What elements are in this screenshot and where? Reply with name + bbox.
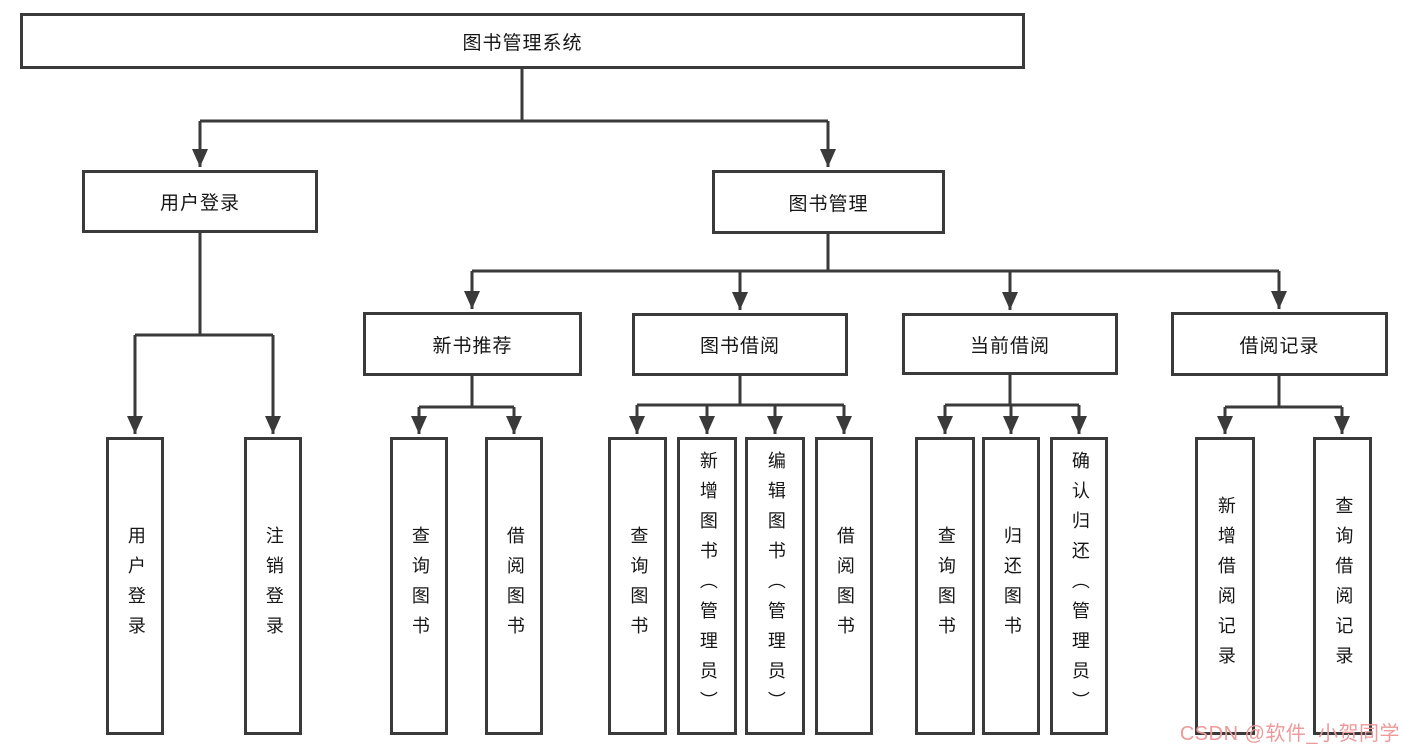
leaf-record-add: 新增借阅记录 [1195,437,1255,735]
node-user-login-label: 用户登录 [159,193,240,214]
leaf-current-return-label: 归还图书 [1001,526,1022,646]
edges-new-book [411,376,522,434]
edges-current-borrow [937,375,1087,434]
leaf-current-confirm-return-label: 确认归还（管理员） [1069,451,1090,721]
leaf-borrow-add-book: 新增图书（管理员） [677,437,737,735]
leaf-newbook-borrow-label: 借阅图书 [504,526,525,646]
leaf-user-login-label: 用户登录 [125,526,146,646]
leaf-current-return: 归还图书 [982,437,1040,735]
leaf-borrow-edit-book-label: 编辑图书（管理员） [765,451,786,721]
leaf-current-query-label: 查询图书 [935,526,956,646]
node-book-borrow-label: 图书借阅 [699,336,780,357]
node-root: 图书管理系统 [20,13,1025,69]
node-book-management-label: 图书管理 [788,193,869,215]
leaf-logout-label: 注销登录 [263,526,284,646]
node-user-login: 用户登录 [82,170,318,233]
node-root-label: 图书管理系统 [462,32,583,54]
leaf-newbook-query: 查询图书 [390,437,448,735]
node-current-borrow: 当前借阅 [902,313,1118,375]
leaf-borrow-query: 查询图书 [608,437,667,735]
leaf-user-login: 用户登录 [106,437,164,735]
leaf-borrow-query-label: 查询图书 [628,526,649,646]
leaf-borrow-book: 借阅图书 [815,437,873,735]
leaf-newbook-query-label: 查询图书 [409,526,430,646]
node-borrow-record-label: 借阅记录 [1239,335,1320,357]
leaf-current-query: 查询图书 [915,437,975,735]
edges-book-management [464,234,1287,310]
edges-user-login [127,233,281,434]
node-new-book-recommend-label: 新书推荐 [432,335,513,357]
leaf-newbook-borrow: 借阅图书 [485,437,543,735]
leaf-current-confirm-return: 确认归还（管理员） [1050,437,1108,735]
node-current-borrow-label: 当前借阅 [969,335,1050,357]
leaf-borrow-edit-book: 编辑图书（管理员） [745,437,805,735]
leaf-borrow-add-book-label: 新增图书（管理员） [697,451,718,721]
edges-borrow-record [1217,376,1350,434]
edges-book-borrow [629,376,852,434]
leaf-record-add-label: 新增借阅记录 [1215,496,1236,676]
node-new-book-recommend: 新书推荐 [363,312,582,376]
leaf-record-query: 查询借阅记录 [1313,437,1372,735]
node-book-management: 图书管理 [712,170,945,234]
leaf-logout: 注销登录 [244,437,302,735]
leaf-record-query-label: 查询借阅记录 [1333,496,1354,676]
leaf-borrow-book-label: 借阅图书 [834,526,855,646]
edges-root [192,69,836,167]
node-borrow-record: 借阅记录 [1171,312,1388,376]
node-book-borrow: 图书借阅 [632,313,848,376]
watermark-text: CSDN @软件_小贺同学 [1179,723,1400,745]
